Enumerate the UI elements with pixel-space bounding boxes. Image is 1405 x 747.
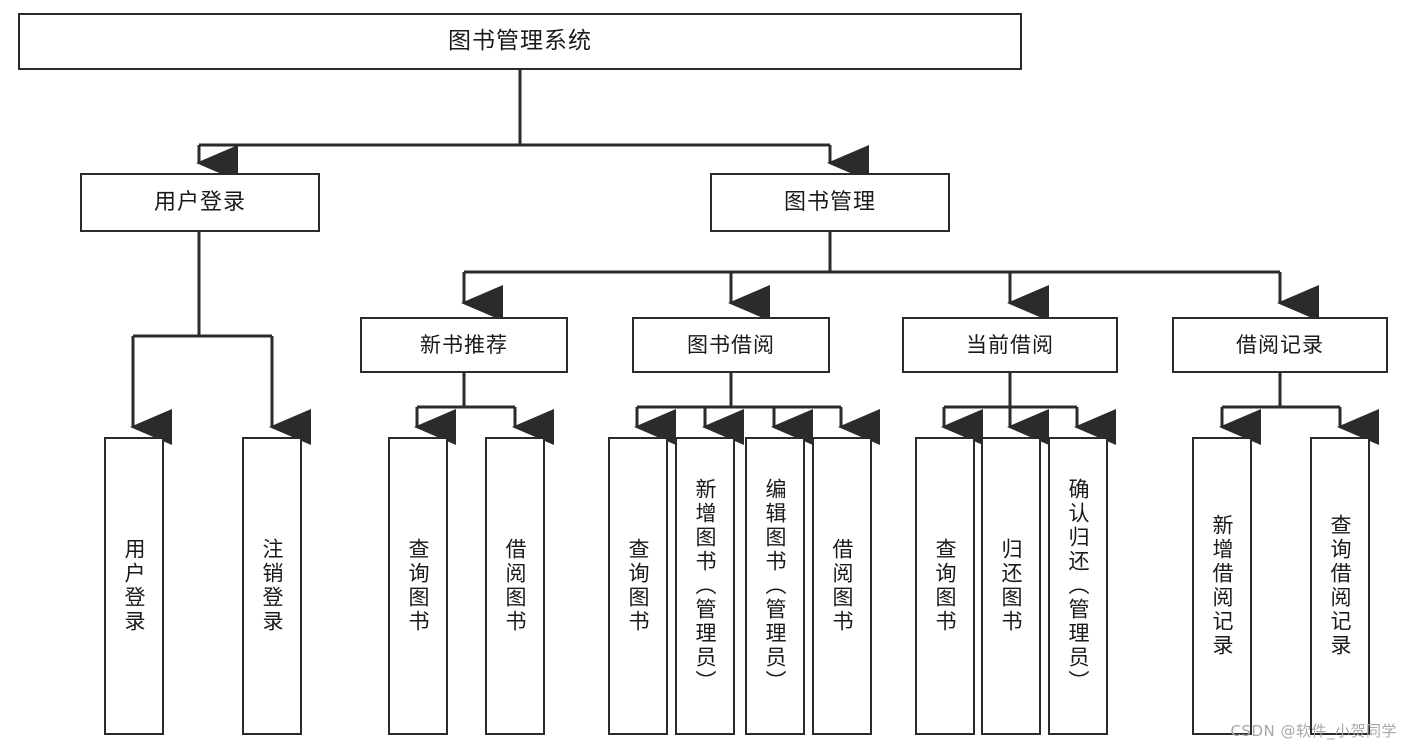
node-label: 新增借阅记录 xyxy=(1210,514,1235,658)
node-label: 当前借阅 xyxy=(966,332,1054,357)
leaf-current-query-book[interactable]: 查询图书 xyxy=(915,437,975,735)
node-label: 借阅图书 xyxy=(830,538,855,634)
node-label: 借阅记录 xyxy=(1236,332,1324,357)
leaf-current-confirm-return-admin[interactable]: 确认归还（管理员） xyxy=(1048,437,1108,735)
watermark-text: CSDN @软件_小贺同学 xyxy=(1230,722,1397,740)
leaf-user-login-login[interactable]: 用户登录 xyxy=(104,437,164,735)
node-current-borrow[interactable]: 当前借阅 xyxy=(902,317,1118,373)
leaf-borrow-edit-book-admin[interactable]: 编辑图书（管理员） xyxy=(745,437,805,735)
leaf-recommend-borrow-book[interactable]: 借阅图书 xyxy=(485,437,545,735)
node-label: 确认归还（管理员） xyxy=(1066,478,1091,694)
node-label: 注销登录 xyxy=(260,538,285,634)
leaf-current-return-book[interactable]: 归还图书 xyxy=(981,437,1041,735)
node-label: 用户登录 xyxy=(153,189,246,215)
leaf-record-query-record[interactable]: 查询借阅记录 xyxy=(1310,437,1370,735)
node-label: 查询图书 xyxy=(626,538,651,634)
node-label: 图书借阅 xyxy=(687,332,775,357)
node-book-borrow[interactable]: 图书借阅 xyxy=(632,317,830,373)
leaf-record-add-record[interactable]: 新增借阅记录 xyxy=(1192,437,1252,735)
node-label: 查询借阅记录 xyxy=(1328,514,1353,658)
leaf-user-login-logout[interactable]: 注销登录 xyxy=(242,437,302,735)
leaf-borrow-add-book-admin[interactable]: 新增图书（管理员） xyxy=(675,437,735,735)
node-label: 查询图书 xyxy=(933,538,958,634)
node-label: 编辑图书（管理员） xyxy=(763,478,788,694)
node-book-management[interactable]: 图书管理 xyxy=(710,173,950,232)
node-label: 图书管理 xyxy=(783,189,876,215)
node-label: 归还图书 xyxy=(999,538,1024,634)
node-new-book-recommend[interactable]: 新书推荐 xyxy=(360,317,568,373)
node-label: 图书管理系统 xyxy=(448,28,592,54)
node-label: 借阅图书 xyxy=(503,538,528,634)
node-label: 用户登录 xyxy=(122,538,147,634)
leaf-borrow-query-book[interactable]: 查询图书 xyxy=(608,437,668,735)
node-root-book-management-system[interactable]: 图书管理系统 xyxy=(18,13,1022,70)
node-label: 查询图书 xyxy=(406,538,431,634)
node-label: 新书推荐 xyxy=(420,332,508,357)
node-user-login[interactable]: 用户登录 xyxy=(80,173,320,232)
node-borrow-record[interactable]: 借阅记录 xyxy=(1172,317,1388,373)
node-label: 新增图书（管理员） xyxy=(693,478,718,694)
leaf-recommend-query-book[interactable]: 查询图书 xyxy=(388,437,448,735)
leaf-borrow-borrow-book[interactable]: 借阅图书 xyxy=(812,437,872,735)
